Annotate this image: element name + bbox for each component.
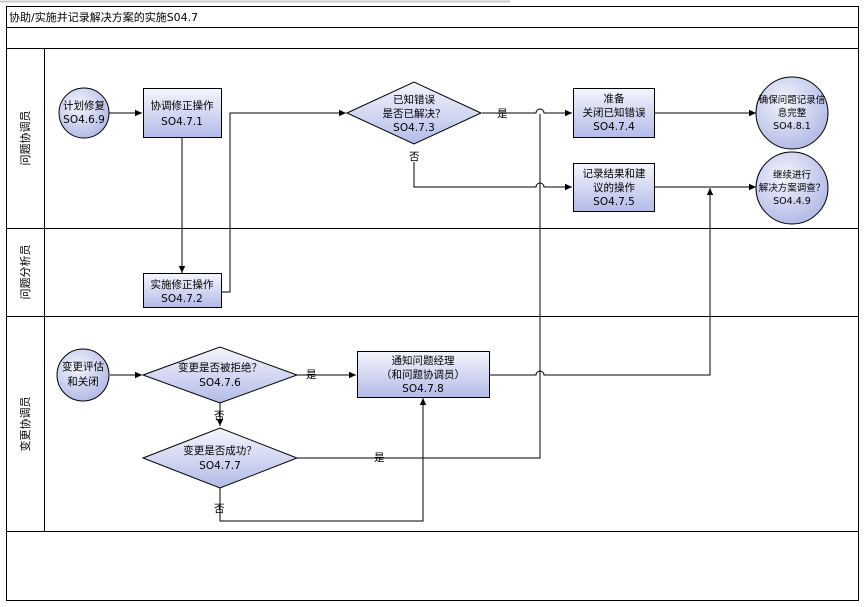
node-ensure-complete-line2: 息完整 — [778, 107, 807, 119]
node-change-success-line1: 变更是否成功？ — [183, 444, 257, 457]
node-ensure-complete-line3: SO4.8.1 — [773, 121, 811, 132]
page-title: 协助/实施并记录解决方案的实施S04.7 — [9, 10, 198, 24]
node-continue-line2: 解决方案调查？ — [759, 182, 826, 194]
node-change-eval-line1: 变更评估 — [62, 360, 104, 373]
node-known-error-line2: 是否已解决？ — [383, 107, 446, 120]
node-coordinate-fix-line2: SO4.7.1 — [161, 116, 203, 128]
node-notify-line2: （和问题协调员） — [381, 368, 465, 381]
edge-label-no-success: 否 — [214, 503, 225, 515]
edge-label-no-known-error: 否 — [409, 151, 420, 163]
node-notify-line3: SO4.7.8 — [402, 383, 444, 395]
edge-label-no-rejected: 否 — [214, 410, 225, 422]
node-prepare-close-line1: 准备 — [604, 92, 625, 105]
node-change-eval-line2: 和关闭 — [67, 375, 99, 388]
node-ensure-record-complete[interactable]: 确保问题记录信 息完整 SO4.8.1 — [755, 76, 829, 150]
node-record-result-line3: SO4.7.5 — [593, 196, 635, 208]
node-known-error-line1: 已知错误 — [393, 93, 435, 106]
node-prepare-close-line3: SO4.7.4 — [593, 121, 635, 133]
lane-label-problem-coordinator: 问题协调员 — [18, 111, 32, 166]
edge-known-error-yes — [482, 108, 572, 117]
node-ensure-complete-line1: 确保问题记录信 — [759, 94, 826, 106]
edge-implement-to-known-error — [222, 109, 346, 293]
node-record-result[interactable]: 记录结果和建 议的操作 SO4.7.5 — [573, 163, 655, 212]
node-change-rejected-decision[interactable]: 变更是否被拒绝？ SO4.7.6 — [141, 346, 299, 404]
edge-success-yes — [297, 114, 541, 459]
node-change-success-line2: SO4.7.7 — [199, 460, 241, 472]
edge-known-error-no — [413, 162, 572, 191]
node-known-error-decision[interactable]: 已知错误 是否已解决？ SO4.7.3 — [345, 81, 483, 145]
lane-label-change-coordinator: 变更协调员 — [18, 397, 32, 452]
edge-success-no — [219, 398, 427, 522]
node-notify-problem-manager[interactable]: 通知问题经理 （和问题协调员） SO4.7.8 — [357, 351, 490, 398]
node-continue-line1: 继续进行 — [773, 169, 812, 181]
node-prepare-close-line2: 关闭已知错误 — [583, 106, 646, 119]
node-known-error-line3: SO4.7.3 — [393, 122, 435, 134]
node-record-result-line2: 议的操作 — [593, 181, 635, 194]
node-coordinate-fix[interactable]: 协调修正操作 SO4.7.1 — [143, 88, 222, 138]
node-coordinate-fix-line1: 协调修正操作 — [151, 99, 214, 112]
lane-label-problem-analyst: 问题分析员 — [18, 245, 32, 300]
node-implement-fix-line2: SO4.7.2 — [161, 293, 203, 305]
node-change-eval-close[interactable]: 变更评估 和关闭 — [56, 348, 110, 402]
node-implement-fix-line1: 实施修正操作 — [151, 278, 214, 291]
node-change-rejected-line2: SO4.7.6 — [199, 377, 241, 389]
node-record-result-line1: 记录结果和建 — [583, 167, 646, 180]
node-implement-fix[interactable]: 实施修正操作 SO4.7.2 — [143, 273, 222, 308]
node-notify-line1: 通知问题经理 — [392, 354, 455, 367]
node-start-plan-fix[interactable]: 计划修复 SO4.6.9 — [58, 87, 110, 139]
node-start-plan-fix-line2: SO4.6.9 — [63, 114, 105, 126]
edge-label-yes-rejected: 是 — [306, 369, 317, 381]
edge-notify-to-continue — [490, 188, 714, 376]
edge-label-yes-known-error: 是 — [497, 108, 508, 120]
node-start-plan-fix-line1: 计划修复 — [63, 99, 105, 112]
node-change-rejected-line1: 变更是否被拒绝？ — [178, 361, 262, 374]
node-continue-investigation[interactable]: 继续进行 解决方案调查？ SO4.4.9 — [755, 151, 829, 225]
node-prepare-close-known-error[interactable]: 准备 关闭已知错误 SO4.7.4 — [573, 88, 655, 138]
edge-label-yes-success: 是 — [374, 452, 385, 464]
node-continue-line3: SO4.4.9 — [773, 196, 811, 207]
node-change-success-decision[interactable]: 变更是否成功？ SO4.7.7 — [141, 427, 299, 489]
connectors — [109, 108, 756, 522]
